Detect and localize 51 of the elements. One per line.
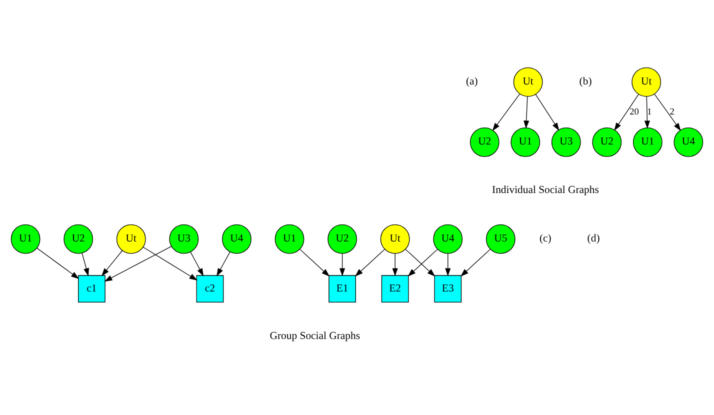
node-box: c1	[78, 274, 106, 302]
arrow	[445, 252, 451, 276]
node-circle: Ut	[116, 224, 146, 254]
node-circle: Ut	[513, 66, 543, 96]
arrow	[82, 252, 89, 276]
arrow	[101, 250, 123, 276]
arrow	[492, 93, 520, 131]
label: Individual Social Graphs	[492, 184, 599, 196]
node-circle: U1	[510, 126, 540, 156]
node-box: E3	[434, 274, 462, 302]
node-circle: U3	[169, 224, 199, 254]
arrow	[654, 93, 681, 131]
arrow	[460, 248, 491, 276]
node-circle: U4	[222, 224, 252, 254]
node-circle: U2	[64, 224, 94, 254]
edge-label: 20	[630, 107, 639, 118]
node-circle: U4	[674, 126, 704, 156]
label: (d)	[587, 232, 600, 244]
arrow	[644, 96, 650, 128]
node-circle: U1	[10, 224, 40, 254]
arrow	[190, 251, 204, 276]
edge-label: 2	[670, 107, 674, 118]
arrow	[535, 94, 560, 130]
arrow	[354, 248, 385, 276]
node-box: c2	[196, 274, 224, 302]
arrow	[216, 251, 230, 276]
node-box: E1	[328, 274, 356, 302]
arrow	[142, 246, 198, 280]
arrow	[392, 252, 398, 276]
label: (b)	[579, 75, 592, 88]
node-circle: U1	[274, 224, 304, 254]
arrow	[36, 247, 80, 278]
label: (a)	[466, 75, 478, 88]
node-circle: U2	[592, 126, 622, 156]
label: Group Social Graphs	[270, 329, 360, 342]
arrow	[300, 248, 330, 276]
node-circle: U3	[551, 126, 581, 156]
node-circle: U1	[632, 126, 662, 156]
node-circle: U2	[470, 126, 500, 156]
node-box: E2	[381, 274, 409, 302]
arrow	[524, 96, 530, 128]
node-circle: U5	[486, 224, 516, 254]
node-circle: Ut	[380, 224, 410, 254]
node-circle: Ut	[632, 66, 662, 96]
arrow	[614, 94, 639, 130]
node-circle: U4	[433, 224, 463, 254]
edge-label: 1	[647, 107, 652, 118]
node-circle: U2	[328, 224, 357, 254]
arrow	[339, 252, 346, 276]
arrow	[104, 245, 172, 282]
label: (c)	[540, 232, 552, 244]
